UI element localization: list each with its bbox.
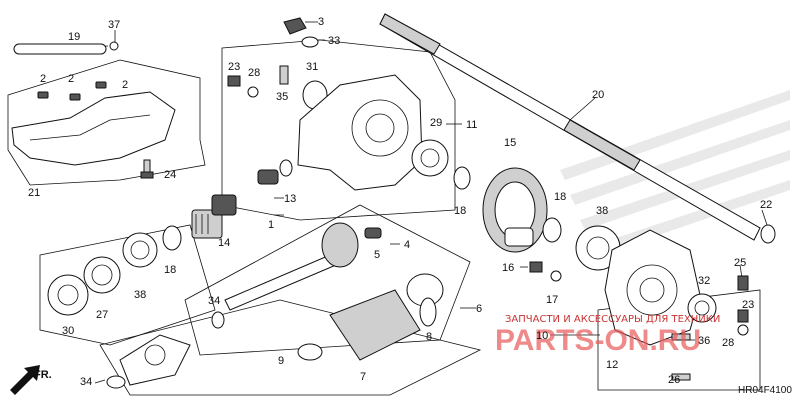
callout-2a: 2 — [40, 73, 46, 85]
part-18-washer-left — [162, 225, 182, 251]
watermark-line-1: ЗАПЧАСТИ И АКСЕССУАРЫ ДЛЯ ТЕХНИКИ — [505, 314, 720, 325]
callout-25: 25 — [734, 257, 746, 269]
part-18-washer-right — [542, 217, 562, 243]
front-arrow-icon — [10, 365, 40, 395]
callout-4: 4 — [404, 239, 410, 251]
part-33-o-ring — [301, 36, 319, 48]
callout-18b: 18 — [454, 205, 466, 217]
part-4-axle-shaft — [224, 222, 359, 311]
callout-15: 15 — [504, 137, 516, 149]
callout-34a: 34 — [208, 295, 220, 307]
callout-3: 3 — [318, 16, 324, 28]
watermark-line-2: PARTS-ON.RU — [495, 324, 701, 357]
callout-24: 24 — [164, 169, 176, 181]
callout-19: 19 — [68, 31, 80, 43]
callout-5: 5 — [374, 249, 380, 261]
part-32-seal — [687, 293, 717, 323]
callout-23a: 23 — [228, 61, 240, 73]
part-34-ring-top — [211, 311, 225, 329]
part-1-seal — [279, 159, 293, 177]
callout-22: 22 — [760, 199, 772, 211]
part-34-ring-bottom — [106, 375, 126, 389]
callout-8: 8 — [426, 331, 432, 343]
part-14-pinion-gear — [191, 194, 237, 239]
callout-9: 9 — [278, 355, 284, 367]
part-23-bolt-top — [227, 75, 241, 87]
callout-13: 13 — [284, 193, 296, 205]
part-30-seal — [47, 274, 89, 316]
callout-7: 7 — [360, 371, 366, 383]
callout-18c: 18 — [554, 191, 566, 203]
callout-28b: 28 — [722, 337, 734, 349]
callout-18a: 18 — [164, 264, 176, 276]
callout-31: 31 — [306, 61, 318, 73]
part-19-hose — [13, 43, 107, 55]
part-2-pad-a — [37, 91, 49, 99]
part-10-case-cover — [604, 229, 701, 346]
part-36-bolt — [671, 333, 691, 341]
callout-6: 6 — [476, 303, 482, 315]
part-13-bushing — [257, 169, 279, 185]
callout-10: 10 — [536, 330, 548, 342]
callout-32: 32 — [698, 275, 710, 287]
part-22-seal — [760, 224, 776, 244]
universal-joint — [119, 334, 191, 386]
callout-38a: 38 — [134, 289, 146, 301]
part-38-bearing — [122, 232, 158, 268]
part-20-drive-shaft — [379, 13, 761, 241]
part-9-band — [297, 343, 323, 361]
part-11-final-gear-case — [297, 74, 423, 191]
part-15-ring-gear — [482, 167, 548, 253]
callout-17: 17 — [546, 294, 558, 306]
front-arrow-label: FR. — [34, 369, 52, 381]
part-26-bolt — [671, 373, 691, 381]
part-16-bolt — [529, 261, 543, 273]
part-8-band — [419, 297, 437, 327]
part-35-stud — [279, 65, 289, 85]
group-frame-6 — [99, 299, 482, 396]
callout-2b: 2 — [68, 73, 74, 85]
part-3-plug — [283, 17, 307, 35]
callout-2c: 2 — [122, 79, 128, 91]
callout-14: 14 — [218, 237, 230, 249]
callout-34b: 34 — [80, 376, 92, 388]
callout-35: 35 — [276, 91, 288, 103]
callout-27: 27 — [96, 309, 108, 321]
callout-26: 26 — [668, 374, 680, 386]
callout-11: 11 — [466, 119, 477, 131]
callout-29: 29 — [430, 117, 442, 129]
callout-20: 20 — [592, 89, 604, 101]
part-29-bearing — [411, 139, 449, 177]
part-18-washer-mid — [453, 166, 471, 190]
callout-labels: 1 2 2 2 3 4 5 6 7 8 9 10 11 12 13 14 15 … — [28, 16, 772, 388]
part-2-pad-b — [69, 93, 81, 101]
part-25-bolt — [737, 275, 749, 291]
callout-21: 21 — [28, 187, 40, 199]
part-2-pad-c — [95, 81, 107, 89]
part-28-washer-right — [737, 324, 749, 336]
part-17-washer — [550, 270, 562, 282]
skid-plate-rib — [29, 114, 151, 141]
diagram-code: HR04F4100 — [738, 385, 792, 396]
callout-30: 30 — [62, 325, 74, 337]
callout-16: 16 — [502, 262, 514, 274]
callout-37: 37 — [108, 19, 120, 31]
part-24-bolt — [140, 159, 154, 179]
callout-36: 36 — [698, 335, 710, 347]
part-5-spring — [364, 227, 382, 239]
group-frame-21 — [7, 59, 206, 186]
callout-38b: 38 — [596, 205, 608, 217]
part-23-bolt-right — [737, 309, 749, 323]
callout-28a: 28 — [248, 67, 260, 79]
callout-1: 1 — [268, 219, 274, 231]
callout-23b: 23 — [742, 299, 754, 311]
part-28-washer-top — [247, 86, 259, 98]
part-27-bearing — [83, 256, 121, 294]
part-6-boot-assembly — [329, 273, 444, 361]
callout-12: 12 — [606, 359, 618, 371]
callout-33: 33 — [328, 35, 340, 47]
part-37-clip — [109, 41, 119, 51]
